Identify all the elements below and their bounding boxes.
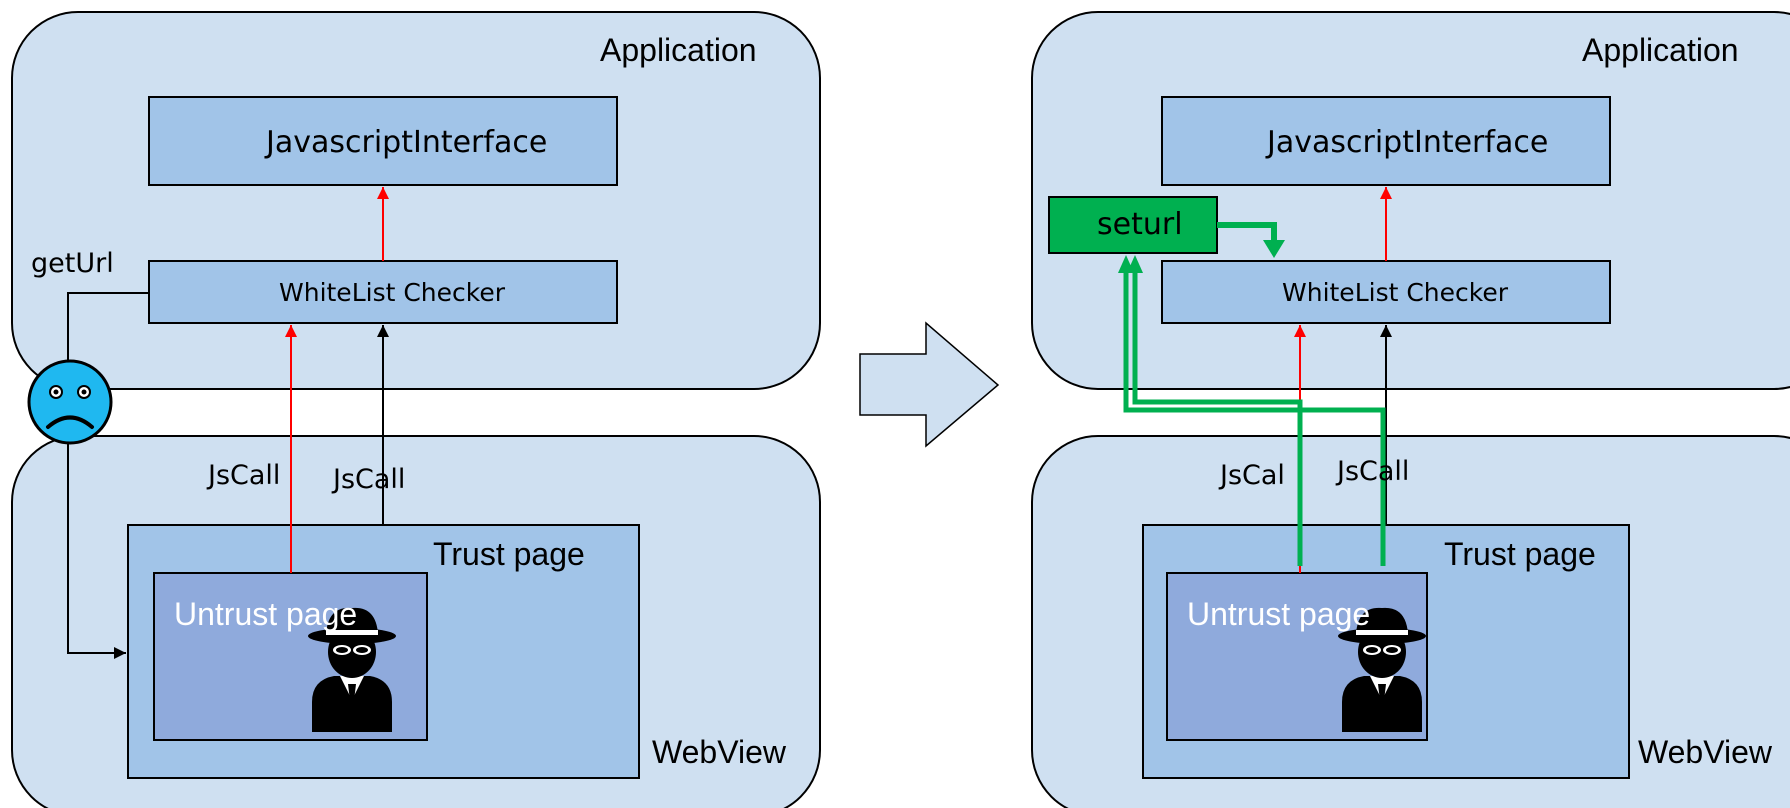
right-untrust-page-label: Untrust page	[1187, 596, 1371, 632]
left-trust-page-label: Trust page	[433, 536, 585, 572]
spy-icon	[308, 607, 396, 732]
right-jsinterface-box	[1161, 96, 1611, 186]
spy-icon	[1338, 607, 1426, 732]
right-seturl-box	[1048, 196, 1218, 254]
left-jscall-label-1: JsCall	[208, 460, 281, 491]
left-jsinterface-box	[148, 96, 618, 186]
right-trust-page-label: Trust page	[1444, 536, 1596, 572]
right-green-path-inner	[1132, 270, 1303, 566]
left-whitelist-label: WhiteList Checker	[279, 278, 506, 307]
right-jscall-label-1: JsCal	[1220, 460, 1285, 491]
left-webview-label: WebView	[652, 734, 786, 770]
right-green-path-outer	[1123, 270, 1386, 566]
right-application-label: Application	[1582, 32, 1739, 68]
right-seturl-to-whitelist-path	[1217, 222, 1277, 242]
right-green-arrowhead-right	[1127, 255, 1143, 273]
right-arrow-icon	[859, 321, 1000, 448]
right-jscall-label-2: JsCall	[1337, 456, 1410, 487]
sad-face-icon	[27, 359, 113, 445]
left-application-container	[11, 11, 821, 390]
left-geturl-path	[67, 292, 149, 659]
left-jscall-label-2: JsCall	[333, 464, 406, 495]
right-seturl-to-whitelist-arrowhead	[1263, 240, 1285, 258]
right-jsinterface-label: JavascriptInterface	[1267, 125, 1549, 160]
right-webview-label: WebView	[1638, 734, 1772, 770]
left-jsinterface-label: JavascriptInterface	[266, 125, 548, 160]
right-seturl-label: seturl	[1097, 207, 1183, 242]
right-whitelist-box	[1161, 260, 1611, 324]
left-untrust-page-label: Untrust page	[174, 596, 358, 632]
left-application-label: Application	[600, 32, 757, 68]
left-geturl-label: getUrl	[31, 248, 114, 279]
right-whitelist-label: WhiteList Checker	[1282, 278, 1509, 307]
